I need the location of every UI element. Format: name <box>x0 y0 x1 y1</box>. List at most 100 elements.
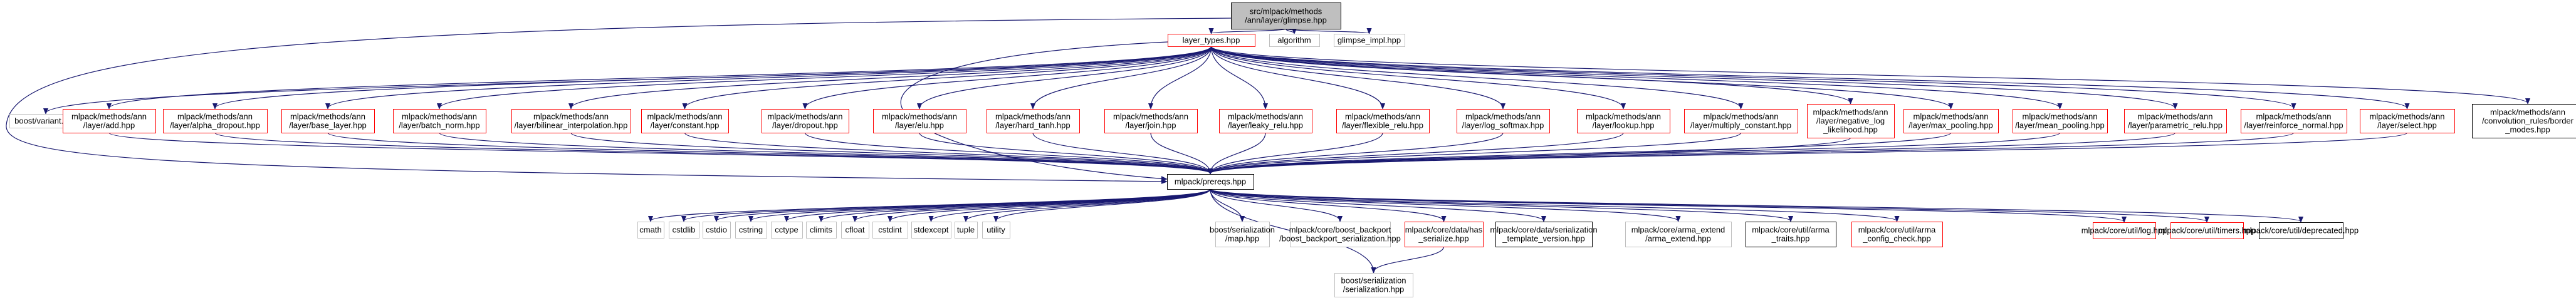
node-dropout[interactable]: mlpack/methods/ann/layer/dropout.hpp <box>762 109 849 133</box>
node-label-line: mlpack/methods/ann <box>1113 112 1188 121</box>
node-nll[interactable]: mlpack/methods/ann/layer/negative_log_li… <box>1807 104 1895 138</box>
node-label-line: /layer/dropout.hpp <box>772 121 838 130</box>
node-box <box>281 109 375 133</box>
node-label-line: mlpack/methods/ann <box>1465 112 1541 121</box>
node-select[interactable]: mlpack/methods/ann/layer/select.hpp <box>2360 109 2455 133</box>
node-arma-extend[interactable]: mlpack/core/arma_extend/arma_extend.hpp <box>1625 222 1732 247</box>
node-root[interactable]: src/mlpack/methods/ann/layer/glimpse.hpp <box>1231 3 1341 29</box>
node-cctype[interactable]: cctype <box>771 222 803 239</box>
node-hard-tanh[interactable]: mlpack/methods/ann/layer/hard_tanh.hpp <box>987 109 1080 133</box>
node-label-line: _config_check.hpp <box>1862 234 1930 244</box>
node-box <box>1336 109 1430 133</box>
node-flexible-relu[interactable]: mlpack/methods/ann/layer/flexible_relu.h… <box>1336 109 1430 133</box>
node-utility[interactable]: utility <box>982 222 1010 239</box>
node-box <box>1269 34 1320 47</box>
node-label-line: /layer/join.hpp <box>1126 121 1176 130</box>
node-ser-ser[interactable]: boost/serialization/serialization.hpp <box>1334 273 1413 297</box>
node-box <box>987 109 1080 133</box>
node-cstdio[interactable]: cstdio <box>703 222 731 239</box>
node-arma-config[interactable]: mlpack/core/util/arma_config_check.hpp <box>1851 222 1943 247</box>
node-mean-pooling[interactable]: mlpack/methods/ann/layer/mean_pooling.hp… <box>2013 109 2108 133</box>
edge-constant-to-prereqs <box>684 132 1211 173</box>
node-cmath[interactable]: cmath <box>637 222 664 239</box>
node-multiply-constant[interactable]: mlpack/methods/ann/layer/multiply_consta… <box>1684 109 1798 133</box>
node-label-line: /serialization.hpp <box>1343 285 1405 294</box>
node-label-line: cstdlib <box>673 225 696 235</box>
edge-dropout-to-prereqs <box>804 132 1211 173</box>
node-timers[interactable]: mlpack/core/util/timers.hpp <box>2159 222 2256 239</box>
node-label-line: mlpack/core/arma_extend <box>1631 225 1725 235</box>
node-glimpse-impl[interactable]: glimpse_impl.hpp <box>1334 34 1405 47</box>
node-stdexcept[interactable]: stdexcept <box>911 222 951 239</box>
node-constant[interactable]: mlpack/methods/ann/layer/constant.hpp <box>641 109 729 133</box>
node-label-line: mlpack/core/data/serialization <box>1490 225 1597 235</box>
node-lookup[interactable]: mlpack/methods/ann/layer/lookup.hpp <box>1577 109 1670 133</box>
node-label-line: mlpack/methods/ann <box>177 112 253 121</box>
node-ser-map[interactable]: boost/serialization/map.hpp <box>1210 222 1275 247</box>
node-label-line: /layer/add.hpp <box>83 121 135 130</box>
node-deprecated[interactable]: mlpack/core/util/deprecated.hpp <box>2243 222 2359 239</box>
node-log[interactable]: mlpack/core/util/log.hpp <box>2081 222 2167 239</box>
edge-multiply_constant-to-prereqs <box>1210 132 1742 173</box>
node-label-line: mlpack/methods/ann <box>647 112 723 121</box>
edge-reinforce_normal-to-prereqs <box>1210 132 2295 173</box>
node-box <box>955 222 978 239</box>
node-label-line: mlpack/methods/ann <box>1586 112 1661 121</box>
node-label-line: /layer/batch_norm.hpp <box>399 121 479 130</box>
node-box <box>1851 222 1943 247</box>
node-label-line: mlpack/methods/ann <box>1228 112 1303 121</box>
node-elu[interactable]: mlpack/methods/ann/layer/elu.hpp <box>873 109 966 133</box>
node-border-modes[interactable]: mlpack/methods/ann/convolution_rules/bor… <box>2472 104 2576 138</box>
node-batch-norm[interactable]: mlpack/methods/ann/layer/batch_norm.hpp <box>393 109 486 133</box>
node-box <box>1577 109 1670 133</box>
node-cstdlib[interactable]: cstdlib <box>669 222 699 239</box>
node-has-serialize[interactable]: mlpack/core/data/has_serialize.hpp <box>1405 222 1484 247</box>
node-join[interactable]: mlpack/methods/ann/layer/join.hpp <box>1104 109 1198 133</box>
node-leaky-relu[interactable]: mlpack/methods/ann/layer/leaky_relu.hpp <box>1219 109 1312 133</box>
node-label-line: mlpack/methods/ann <box>71 112 147 121</box>
node-box <box>1167 174 1254 190</box>
node-box <box>1219 109 1312 133</box>
node-bilinear[interactable]: mlpack/methods/ann/layer/bilinear_interp… <box>511 109 631 133</box>
edge-prereqs-to-has_serialize <box>1210 188 1444 221</box>
node-cstring[interactable]: cstring <box>735 222 767 239</box>
node-boost-backport[interactable]: mlpack/core/boost_backport/boost_backpor… <box>1279 222 1401 247</box>
node-algorithm[interactable]: algorithm <box>1269 34 1320 47</box>
node-ser-template[interactable]: mlpack/core/data/serialization_template_… <box>1490 222 1598 247</box>
node-cstdint[interactable]: cstdint <box>872 222 908 239</box>
edge-prereqs-to-timers <box>1210 188 2207 222</box>
node-climits[interactable]: climits <box>806 222 837 239</box>
edge-prereqs-to-log <box>1210 188 2124 222</box>
node-add[interactable]: mlpack/methods/ann/layer/add.hpp <box>63 109 156 133</box>
edge-layer <box>6 18 2528 272</box>
edge-layer_types-to-reinforce_normal <box>1210 46 2294 108</box>
node-reinforce-normal[interactable]: mlpack/methods/ann/layer/reinforce_norma… <box>2241 109 2347 133</box>
node-box <box>2013 109 2108 133</box>
node-label-line: mlpack/core/boost_backport <box>1289 225 1391 235</box>
node-box <box>771 222 803 239</box>
node-box <box>762 109 849 133</box>
node-log-softmax[interactable]: mlpack/methods/ann/layer/log_softmax.hpp <box>1457 109 1550 133</box>
node-box <box>669 222 699 239</box>
edge-alpha_dropout-to-prereqs <box>214 132 1210 173</box>
node-box <box>841 222 869 239</box>
node-max-pooling[interactable]: mlpack/methods/ann/layer/max_pooling.hpp <box>1903 109 1999 133</box>
node-box <box>511 109 631 133</box>
edge-prereqs-to-tuple <box>966 188 1211 221</box>
node-cfloat[interactable]: cfloat <box>841 222 869 239</box>
node-base-layer[interactable]: mlpack/methods/ann/layer/base_layer.hpp <box>281 109 375 133</box>
node-label-line: cfloat <box>845 225 864 235</box>
edge-layer_types-to-join <box>1151 46 1212 108</box>
node-tuple[interactable]: tuple <box>955 222 978 239</box>
node-layer-types[interactable]: layer_types.hpp <box>1168 34 1255 47</box>
node-label-line: mlpack/methods/ann <box>2256 112 2332 121</box>
node-label-line: mlpack/core/util/arma <box>1752 225 1830 235</box>
node-arma-traits[interactable]: mlpack/core/util/arma_traits.hpp <box>1746 222 1836 247</box>
edge-layer_types-to-parametric_relu <box>1210 46 2175 108</box>
edge-prereqs-to-cstdlib <box>684 188 1211 221</box>
node-prereqs[interactable]: mlpack/prereqs.hpp <box>1167 174 1254 190</box>
node-parametric-relu[interactable]: mlpack/methods/ann/layer/parametric_relu… <box>2124 109 2227 133</box>
node-alpha-dropout[interactable]: mlpack/methods/ann/layer/alpha_dropout.h… <box>163 109 268 133</box>
edge-layer_types-to-base_layer <box>328 46 1212 108</box>
edge-prereqs-to-utility <box>996 188 1211 221</box>
